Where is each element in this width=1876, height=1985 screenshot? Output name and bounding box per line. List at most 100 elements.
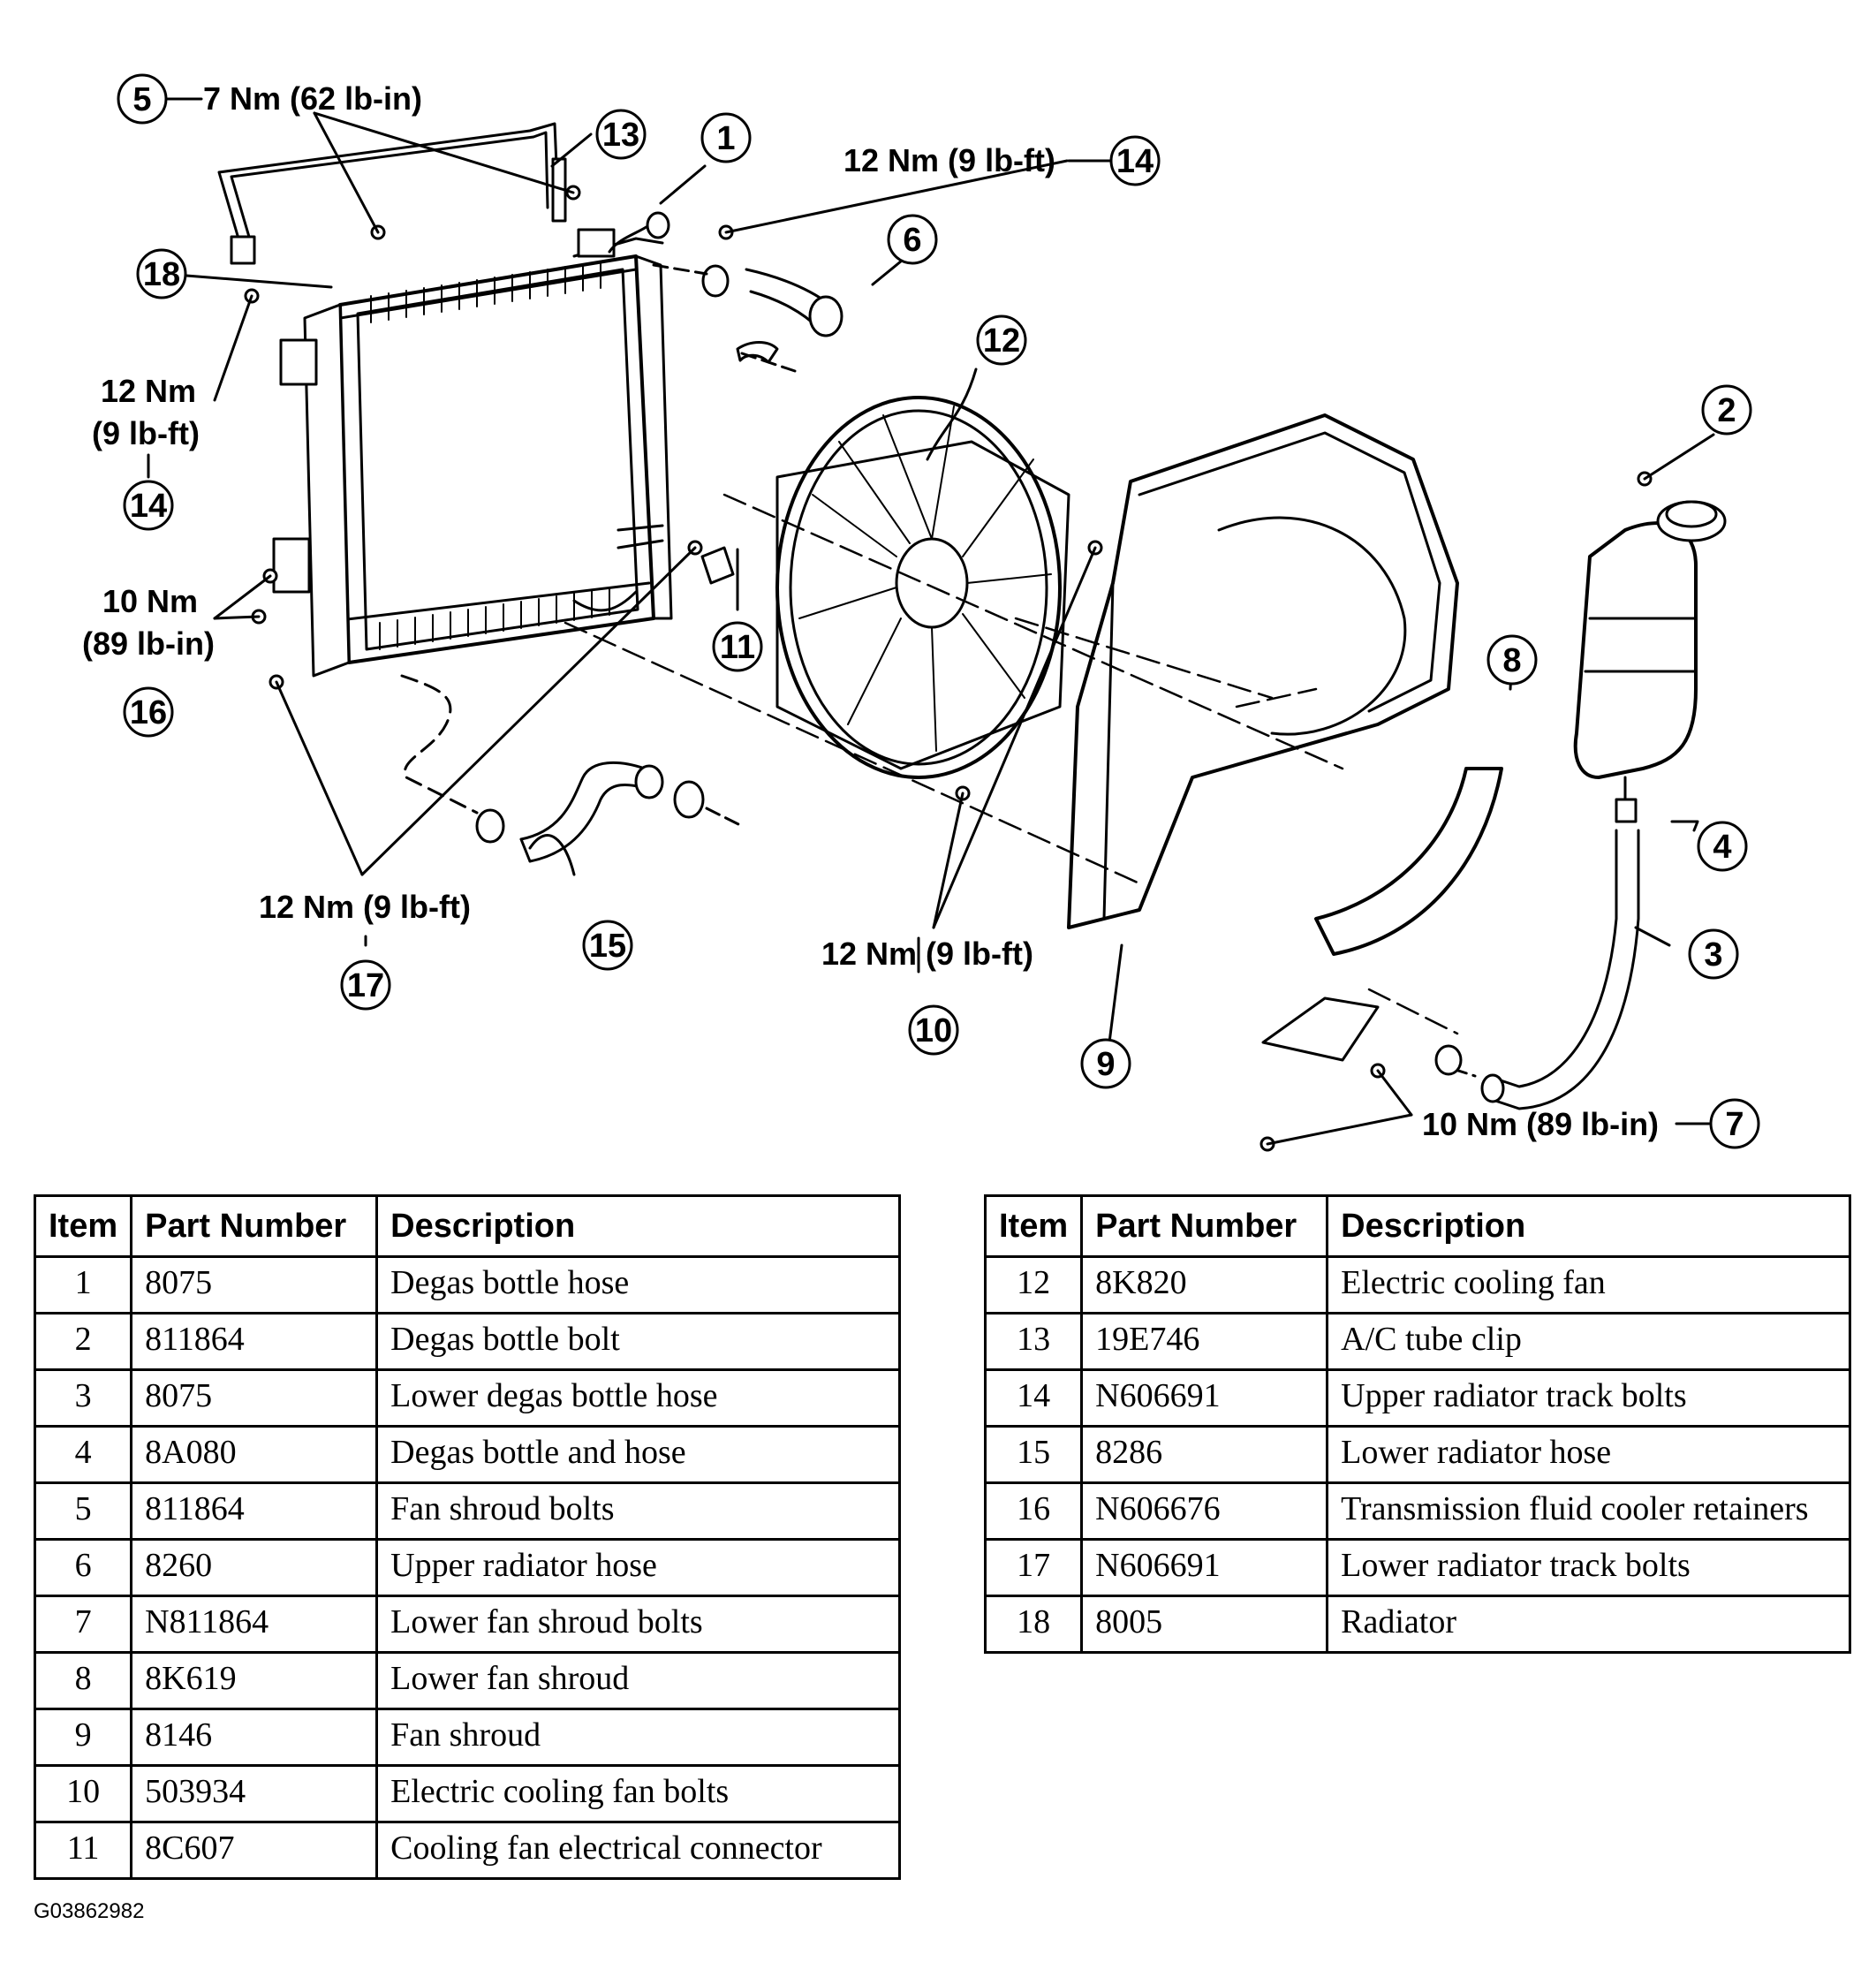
part-number-cell: N606676 xyxy=(1080,1481,1329,1541)
description-cell: Lower radiator track bolts xyxy=(1326,1538,1851,1597)
description-cell: Radiator xyxy=(1326,1595,1851,1654)
item-cell: 9 xyxy=(33,1708,133,1767)
callout-1: 1 xyxy=(716,120,735,157)
callout-5: 5 xyxy=(132,81,151,118)
part-number-cell: 8K820 xyxy=(1080,1255,1329,1314)
description-cell: Upper radiator track bolts xyxy=(1326,1368,1851,1428)
upper-radiator-hose xyxy=(652,263,843,373)
torque-label-7: 10 Nm (89 lb-in) xyxy=(1422,1106,1659,1142)
item-cell: 15 xyxy=(983,1425,1084,1484)
item-cell: 8 xyxy=(33,1651,133,1710)
callout-16: 16 xyxy=(130,694,167,731)
item-cell: 16 xyxy=(983,1481,1084,1541)
callout-18: 18 xyxy=(143,256,180,293)
part-number-cell: 8260 xyxy=(130,1538,379,1597)
degas-bottle-hose xyxy=(608,211,670,254)
callout-7: 7 xyxy=(1725,1106,1744,1143)
callout-8: 8 xyxy=(1502,642,1521,679)
part-number-cell: 8K619 xyxy=(130,1651,379,1710)
part-number-cell: 503934 xyxy=(130,1764,379,1823)
item-cell: 10 xyxy=(33,1764,133,1823)
part-number-cell: 811864 xyxy=(130,1481,379,1541)
callout-3: 3 xyxy=(1704,936,1722,974)
item-cell: 4 xyxy=(33,1425,133,1484)
callout-2: 2 xyxy=(1717,392,1736,429)
part-number-cell: 8146 xyxy=(130,1708,379,1767)
item-cell: 3 xyxy=(33,1368,133,1428)
column-header-item: Item xyxy=(33,1194,133,1258)
column-header-item: Item xyxy=(983,1194,1084,1258)
lower-radiator-hose xyxy=(400,674,744,863)
degas-bottle xyxy=(1573,500,1727,823)
torque-label-16-2: (89 lb-in) xyxy=(82,625,215,662)
part-number-cell: 8075 xyxy=(130,1255,379,1314)
callout-10: 10 xyxy=(915,1012,952,1049)
part-number-cell: 8A080 xyxy=(130,1425,379,1484)
part-number-cell: 811864 xyxy=(130,1312,379,1371)
part-number-cell: 8005 xyxy=(1080,1595,1329,1654)
description-cell: Fan shroud bolts xyxy=(375,1481,901,1541)
item-cell: 11 xyxy=(33,1821,133,1880)
part-number-cell: N811864 xyxy=(130,1595,379,1654)
description-cell: A/C tube clip xyxy=(1326,1312,1851,1371)
item-cell: 17 xyxy=(983,1538,1084,1597)
part-number-cell: N606691 xyxy=(1080,1538,1329,1597)
table-header-row: Item Part Number Description xyxy=(983,1194,1851,1258)
part-number-cell: 19E746 xyxy=(1080,1312,1329,1371)
item-cell: 12 xyxy=(983,1255,1084,1314)
column-header-part-number: Part Number xyxy=(1080,1194,1329,1258)
item-cell: 18 xyxy=(983,1595,1084,1654)
lower-degas-bottle-hose xyxy=(1434,829,1640,1110)
fan-shroud xyxy=(1067,413,1459,929)
item-cell: 1 xyxy=(33,1255,133,1314)
callout-17: 17 xyxy=(347,967,384,1004)
torque-label-14-left-1: 12 Nm xyxy=(101,373,196,409)
radiator xyxy=(272,228,673,678)
torque-label-17: 12 Nm (9 lb-ft) xyxy=(259,889,471,925)
column-header-part-number: Part Number xyxy=(130,1194,379,1258)
description-cell: Fan shroud xyxy=(375,1708,901,1767)
description-cell: Transmission fluid cooler retainers xyxy=(1326,1481,1851,1541)
description-cell: Degas bottle hose xyxy=(375,1255,901,1314)
callout-12: 12 xyxy=(983,322,1020,360)
part-number-cell: N606691 xyxy=(1080,1368,1329,1428)
item-cell: 7 xyxy=(33,1595,133,1654)
callout-13: 13 xyxy=(602,117,639,154)
figure-code: G03862982 xyxy=(34,1899,145,1923)
description-cell: Degas bottle bolt xyxy=(375,1312,901,1371)
callout-14-upper: 14 xyxy=(1116,143,1154,180)
callout-9: 9 xyxy=(1096,1046,1115,1083)
description-cell: Cooling fan electrical connector xyxy=(375,1821,901,1880)
exploded-cooling-system-diagram: 5 13 1 14 6 18 12 2 14 11 8 16 4 15 3 17… xyxy=(82,73,1760,1152)
callout-4: 4 xyxy=(1713,829,1731,866)
part-number-cell: 8C607 xyxy=(130,1821,379,1880)
torque-label-5: 7 Nm (62 lb-in) xyxy=(203,80,422,117)
description-cell: Lower fan shroud bolts xyxy=(375,1595,901,1654)
table-header-row: Item Part Number Description xyxy=(33,1194,901,1258)
item-cell: 2 xyxy=(33,1312,133,1371)
description-cell: Upper radiator hose xyxy=(375,1538,901,1597)
torque-label-16-1: 10 Nm xyxy=(102,583,198,619)
part-number-cell: 8075 xyxy=(130,1368,379,1428)
description-cell: Electric cooling fan bolts xyxy=(375,1764,901,1823)
